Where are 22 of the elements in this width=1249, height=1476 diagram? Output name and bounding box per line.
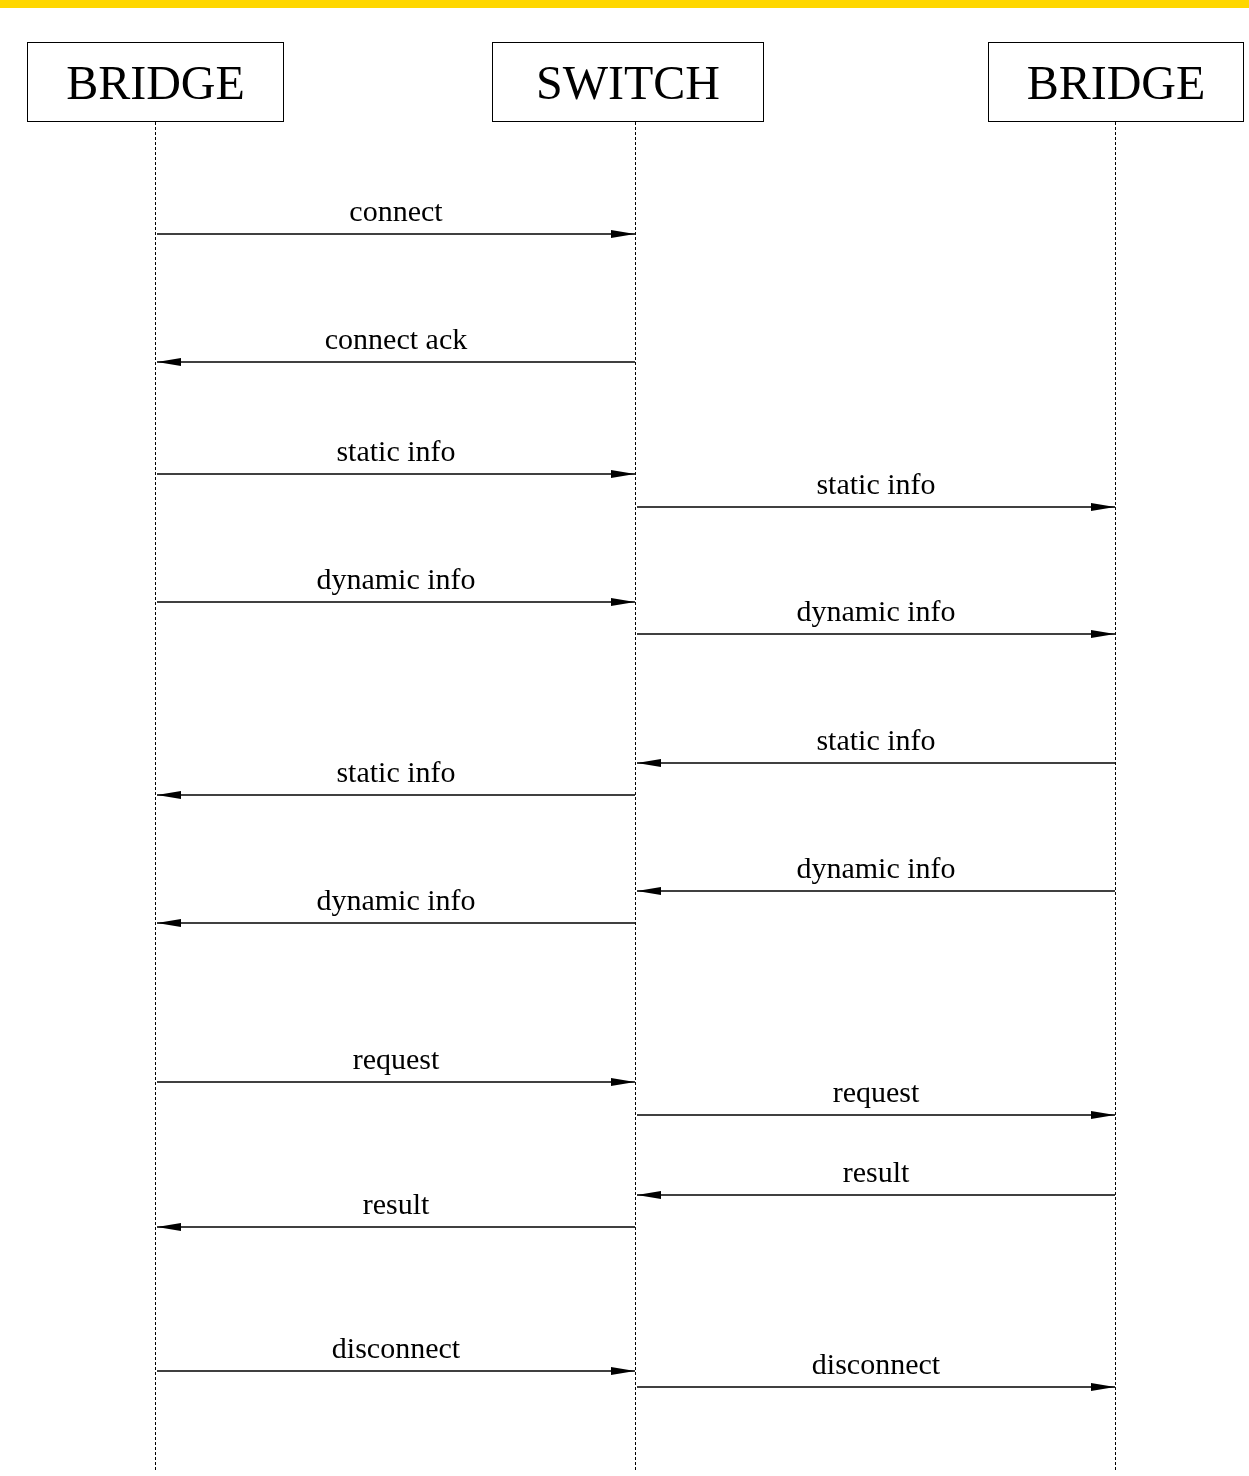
lifeline	[155, 122, 157, 1470]
lifeline	[635, 122, 637, 1470]
message-arrow	[636, 503, 1116, 511]
message-arrow	[156, 598, 636, 606]
lifeline	[1115, 122, 1117, 1470]
participant-box: BRIDGE	[988, 42, 1244, 122]
message-arrow	[156, 230, 636, 238]
message-arrow	[636, 759, 1116, 767]
message-arrow	[636, 1111, 1116, 1119]
message-arrow	[636, 1383, 1116, 1391]
message-arrow	[156, 791, 636, 799]
message-arrow	[156, 1223, 636, 1231]
message-arrow	[156, 470, 636, 478]
participant-box: BRIDGE	[27, 42, 284, 122]
message-arrow	[156, 919, 636, 927]
message-arrow	[156, 358, 636, 366]
message-arrow	[636, 630, 1116, 638]
message-arrow	[156, 1367, 636, 1375]
participant-box: SWITCH	[492, 42, 764, 122]
message-arrow	[636, 1191, 1116, 1199]
message-arrow	[156, 1078, 636, 1086]
message-arrow	[636, 887, 1116, 895]
